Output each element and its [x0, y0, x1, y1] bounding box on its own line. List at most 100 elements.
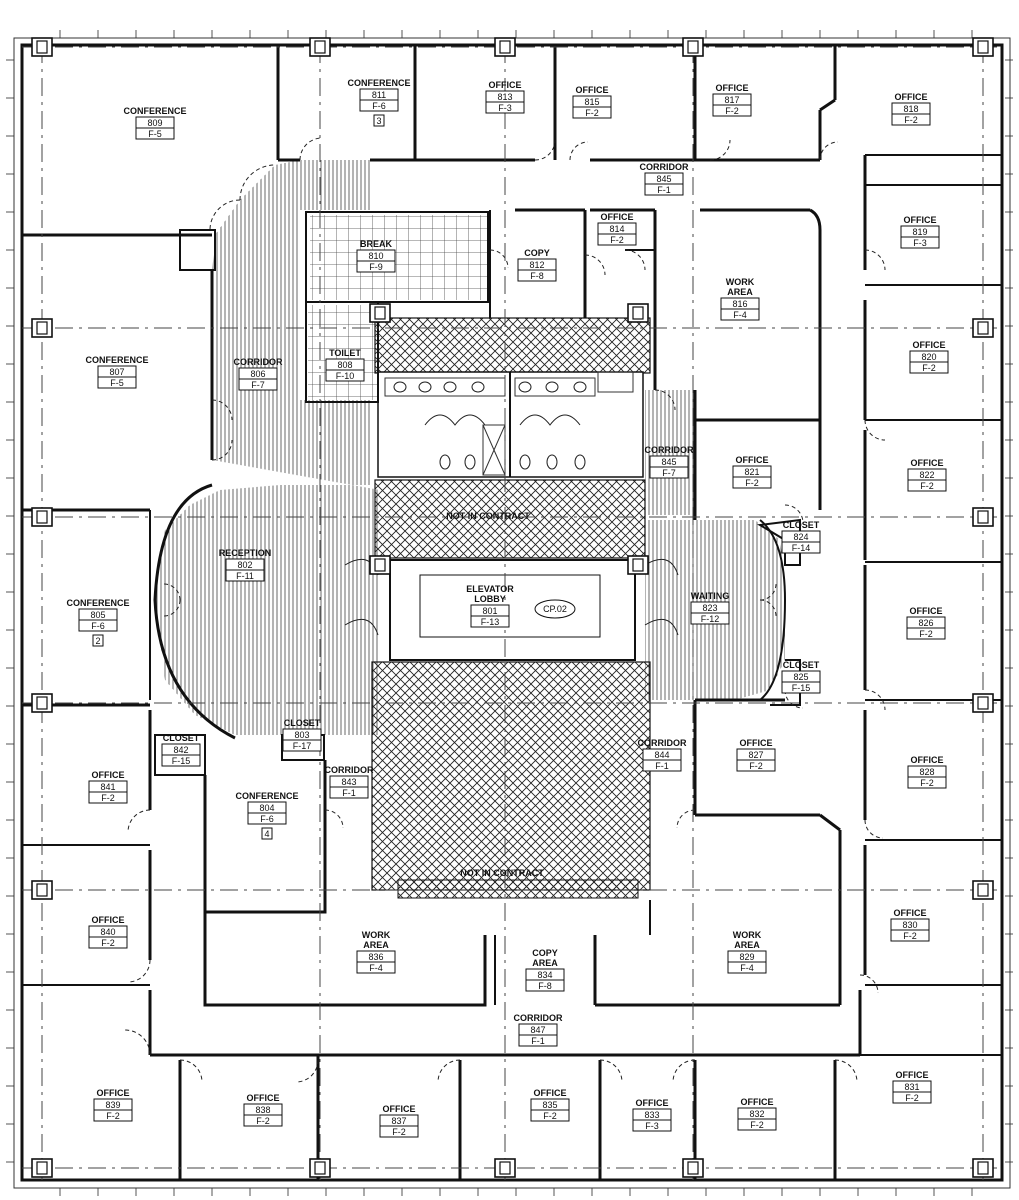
- room-finish: F-1: [655, 761, 669, 771]
- column: [31, 318, 53, 338]
- column: [31, 693, 53, 713]
- room-name: TOILET: [329, 348, 361, 358]
- room-finish: F-7: [662, 468, 676, 478]
- room-finish: F-2: [920, 778, 934, 788]
- room-name: CONFERENCE: [85, 355, 148, 365]
- room-number: 836: [368, 952, 383, 962]
- room-number: 816: [732, 299, 747, 309]
- room-number: 802: [237, 560, 252, 570]
- room-number: 825: [793, 672, 808, 682]
- not-in-contract-zones: [371, 317, 651, 899]
- room-name: OFFICE: [913, 340, 946, 350]
- room-finish: F-4: [369, 963, 383, 973]
- room-finish: F-1: [657, 185, 671, 195]
- room-finish: F-2: [101, 938, 115, 948]
- finish-key: 3: [376, 116, 381, 126]
- room-name: OFFICE: [910, 606, 943, 616]
- room-name: CLOSET: [783, 660, 820, 670]
- room-number: 811: [372, 90, 386, 100]
- room-number: 824: [793, 532, 808, 542]
- room-number: 813: [497, 92, 512, 102]
- room-name: ELEVATOR: [466, 584, 514, 594]
- room-number: 844: [654, 750, 669, 760]
- structural-grid: [22, 45, 1002, 1180]
- room-finish: F-12: [701, 614, 720, 624]
- room-finish: F-2: [905, 1093, 919, 1103]
- column: [682, 1158, 704, 1178]
- room-finish: F-2: [725, 106, 739, 116]
- room-number: 809: [147, 118, 162, 128]
- room-finish: F-2: [392, 1127, 406, 1137]
- room-number: 847: [530, 1025, 545, 1035]
- room-number: 840: [100, 927, 115, 937]
- column: [369, 303, 391, 323]
- column: [627, 555, 649, 575]
- column: [627, 303, 649, 323]
- room-finish: F-1: [342, 788, 356, 798]
- room-name: OFFICE: [894, 908, 927, 918]
- column: [972, 880, 994, 900]
- room-name: OFFICE: [904, 215, 937, 225]
- room-finish: F-2: [920, 481, 934, 491]
- room-number: 815: [584, 97, 599, 107]
- column: [369, 555, 391, 575]
- room-number: 839: [105, 1100, 120, 1110]
- room-finish: F-3: [913, 238, 927, 248]
- room-finish: F-1: [531, 1036, 545, 1046]
- room-name: CORRIDOR: [234, 357, 283, 367]
- room-name: CORRIDOR: [325, 765, 374, 775]
- room-number: 812: [529, 260, 544, 270]
- room-name: AREA: [727, 287, 753, 297]
- room-name: OFFICE: [736, 455, 769, 465]
- room-name: AREA: [532, 958, 558, 968]
- door-swings: [124, 137, 886, 1083]
- column: [31, 37, 53, 57]
- room-name: CLOSET: [284, 718, 321, 728]
- room-name: OFFICE: [247, 1093, 280, 1103]
- room-number: 803: [294, 730, 309, 740]
- room-number: 841: [100, 782, 115, 792]
- room-finish: F-6: [372, 101, 386, 111]
- column: [494, 37, 516, 57]
- structural-columns: [31, 37, 994, 1178]
- room-number: 835: [542, 1100, 557, 1110]
- room-finish: F-5: [110, 378, 124, 388]
- room-finish: F-2: [256, 1116, 270, 1126]
- room-number: 804: [259, 803, 274, 813]
- column: [309, 37, 331, 57]
- room-finish: F-2: [904, 115, 918, 125]
- room-name: OFFICE: [895, 92, 928, 102]
- room-name: RECEPTION: [219, 548, 272, 558]
- room-name: WAITING: [691, 591, 730, 601]
- room-name: OFFICE: [896, 1070, 929, 1080]
- room-name: OFFICE: [636, 1098, 669, 1108]
- finish-key: 2: [95, 636, 100, 646]
- room-number: 827: [748, 750, 763, 760]
- column: [972, 507, 994, 527]
- room-number: 818: [903, 104, 918, 114]
- room-finish: F-3: [645, 1121, 659, 1131]
